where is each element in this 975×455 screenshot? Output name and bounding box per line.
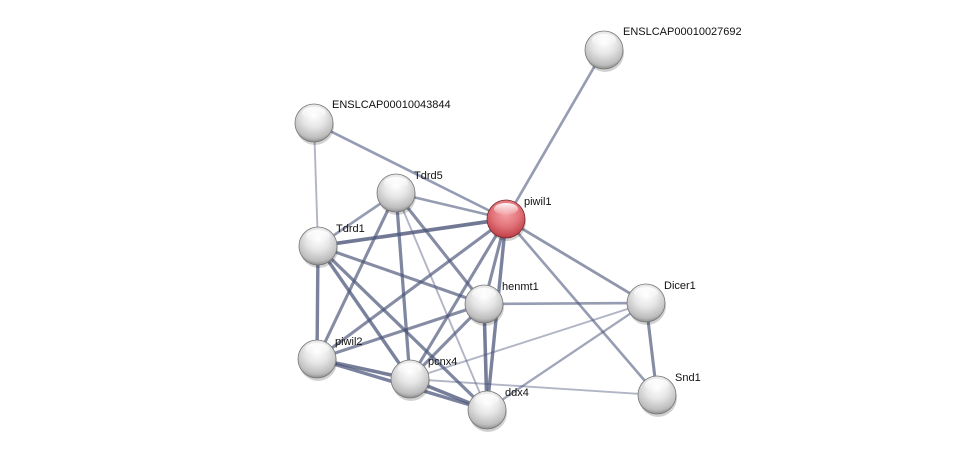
edge-Tdrd5-piwil2[interactable] bbox=[315, 191, 398, 361]
node-ddx4[interactable]: ddx4 bbox=[467, 387, 529, 432]
edge-ENSLCAP00010043844-Tdrd1[interactable] bbox=[313, 122, 319, 247]
edge-Tdrd5-ddx4[interactable] bbox=[395, 192, 488, 411]
edge-piwil1-ENSLCAP00010027692[interactable] bbox=[504, 48, 606, 221]
node-highlight bbox=[384, 177, 408, 189]
node-label: henmt1 bbox=[502, 281, 539, 293]
node-label: Tdrd1 bbox=[336, 223, 365, 235]
edge-Tdrd5-pcnx4[interactable] bbox=[394, 191, 412, 381]
edge-piwil1-Tdrd1[interactable] bbox=[316, 217, 508, 248]
edge-piwil1-ENSLCAP00010043844[interactable] bbox=[312, 121, 508, 221]
node-label: ENSLCAP00010027692 bbox=[623, 26, 742, 38]
node-highlight bbox=[494, 203, 518, 215]
node-label: ENSLCAP00010043844 bbox=[332, 99, 451, 111]
node-piwil1[interactable]: piwil1 bbox=[486, 196, 552, 241]
edge-pcnx4-Dicer1[interactable] bbox=[409, 302, 647, 380]
node-highlight bbox=[305, 343, 329, 355]
edge-Tdrd5-henmt1[interactable] bbox=[394, 191, 486, 306]
edge-Tdrd1-ddx4[interactable] bbox=[316, 244, 489, 412]
edge-Tdrd1-pcnx4[interactable] bbox=[316, 244, 412, 381]
edge-piwil1-Snd1[interactable] bbox=[504, 217, 659, 397]
node-highlight bbox=[592, 34, 616, 46]
edge-Tdrd1-henmt1[interactable] bbox=[316, 244, 486, 306]
edge-ddx4-Dicer1[interactable] bbox=[485, 301, 648, 412]
node-ENSLCAP00010043844[interactable]: ENSLCAP00010043844 bbox=[294, 99, 451, 145]
edge-piwil1-piwil2[interactable] bbox=[315, 217, 508, 361]
edge-piwil1-Dicer1[interactable] bbox=[504, 217, 648, 305]
edge-henmt1-Dicer1[interactable] bbox=[482, 301, 648, 306]
node-label: Tdrd5 bbox=[414, 170, 443, 182]
node-highlight bbox=[306, 230, 330, 242]
node-label: pcnx4 bbox=[428, 356, 457, 368]
node-Dicer1[interactable]: Dicer1 bbox=[626, 280, 696, 325]
nodes-layer: ENSLCAP00010027692ENSLCAP00010043844Tdrd… bbox=[294, 26, 742, 432]
node-Snd1[interactable]: Snd1 bbox=[637, 372, 701, 417]
node-Tdrd1[interactable]: Tdrd1 bbox=[298, 223, 365, 268]
edge-henmt1-piwil2[interactable] bbox=[315, 302, 486, 361]
node-label: piwil2 bbox=[335, 336, 363, 348]
node-highlight bbox=[475, 394, 499, 406]
node-highlight bbox=[472, 288, 496, 300]
node-label: Snd1 bbox=[675, 372, 701, 384]
node-highlight bbox=[634, 287, 658, 299]
node-highlight bbox=[645, 379, 669, 391]
node-henmt1[interactable]: henmt1 bbox=[464, 281, 539, 326]
node-highlight bbox=[302, 107, 326, 119]
node-label: ddx4 bbox=[505, 387, 529, 399]
node-ENSLCAP00010027692[interactable]: ENSLCAP00010027692 bbox=[584, 26, 742, 72]
node-Tdrd5[interactable]: Tdrd5 bbox=[376, 170, 443, 215]
edge-pcnx4-Snd1[interactable] bbox=[409, 378, 658, 396]
node-label: Dicer1 bbox=[664, 280, 696, 292]
node-label: piwil1 bbox=[524, 196, 552, 208]
node-highlight bbox=[398, 363, 422, 375]
node-piwil2[interactable]: piwil2 bbox=[297, 336, 363, 381]
node-pcnx4[interactable]: pcnx4 bbox=[390, 356, 457, 401]
